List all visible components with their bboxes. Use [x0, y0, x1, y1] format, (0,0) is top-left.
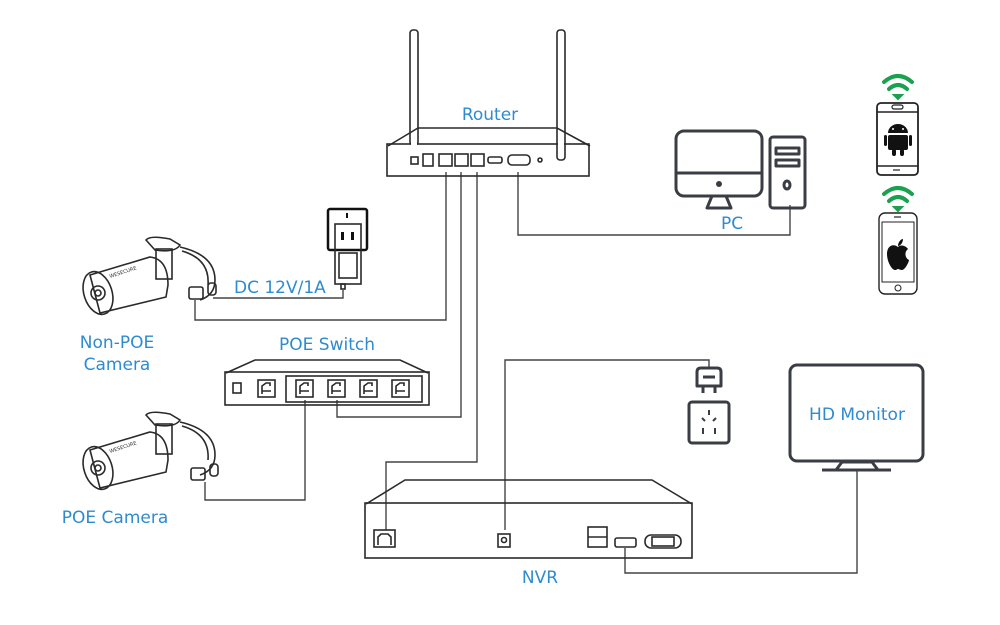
- wire-router-to-nvr: [385, 172, 478, 530]
- router-lan-port-2: [454, 153, 469, 167]
- router-antenna-right: [556, 29, 566, 161]
- wire-router-to-non-poe-camera: [194, 172, 447, 321]
- wall-socket: [326, 207, 369, 252]
- nvr-device: [364, 479, 693, 559]
- non-poe-camera-label-line2: Camera: [84, 355, 151, 375]
- poe-port-4: [391, 379, 410, 398]
- hd-monitor-label: HD Monitor: [809, 405, 905, 425]
- router-top: [387, 127, 591, 147]
- wire-router-to-poe-switch: [336, 172, 462, 418]
- router-lan-port-3: [470, 153, 485, 167]
- nvr-body: [364, 502, 693, 559]
- wire-outlet-to-nvr: [504, 359, 710, 530]
- wifi-icon: [882, 186, 914, 213]
- pc-monitor: [674, 129, 764, 198]
- nvr-vga-port: [644, 534, 682, 549]
- nvr-power-port: [497, 533, 511, 548]
- connection-wires: [194, 172, 858, 574]
- poe-switch-body: [224, 371, 430, 406]
- router-antenna-left: [409, 29, 419, 146]
- poe-switch-ports: [257, 379, 410, 398]
- android-icon: [884, 124, 912, 156]
- poe-camera-label: POE Camera: [62, 508, 169, 528]
- iphone: [878, 186, 918, 295]
- hd-monitor-device: [788, 363, 925, 472]
- poe-port-group: [285, 375, 423, 403]
- nvr-lan-port: [373, 529, 396, 548]
- poe-port-3: [359, 379, 378, 398]
- nvr-label: NVR: [522, 568, 558, 588]
- poe-camera-device: WESECURE: [82, 411, 219, 491]
- wire-nvr-to-monitor: [624, 471, 858, 574]
- router-label: Router: [462, 105, 518, 125]
- wire-dc-adapter-to-camera: [213, 290, 344, 299]
- power-socket-icon: [687, 400, 731, 445]
- camera-icon: WESECURE: [82, 411, 219, 491]
- router-vga-port: [507, 154, 531, 166]
- power-plug-icon: [695, 366, 723, 393]
- pc-label: PC: [721, 214, 743, 234]
- nvr-hdmi-port: [614, 537, 637, 548]
- router-hdmi-port: [487, 156, 503, 164]
- wall-outlet: [687, 366, 731, 445]
- router-power-port: [410, 156, 419, 165]
- poe-port-1: [295, 379, 314, 398]
- router-lan-port-1: [438, 153, 453, 167]
- wire-router-to-pc: [517, 172, 791, 236]
- apple-icon: [887, 239, 909, 270]
- router-reset-button: [537, 157, 543, 163]
- pc-device: [674, 129, 807, 210]
- poe-switch-power-port: [232, 382, 242, 394]
- router-device: [386, 29, 591, 177]
- poe-switch-device: [224, 359, 430, 406]
- wifi-icon: [882, 74, 914, 101]
- router-usb-port: [422, 153, 434, 167]
- wire-poe-switch-to-poe-camera: [204, 400, 306, 501]
- dc-power-adapter: [326, 207, 369, 290]
- dc-adapter-label: DC 12V/1A: [234, 278, 326, 298]
- uplink-port: [257, 379, 276, 398]
- android-phone: [876, 74, 919, 176]
- non-poe-camera-label-line1: Non-POE: [80, 333, 154, 353]
- router-body: [386, 143, 590, 177]
- poe-port-2: [327, 379, 346, 398]
- pc-tower: [768, 135, 807, 210]
- poe-switch-label: POE Switch: [279, 335, 375, 355]
